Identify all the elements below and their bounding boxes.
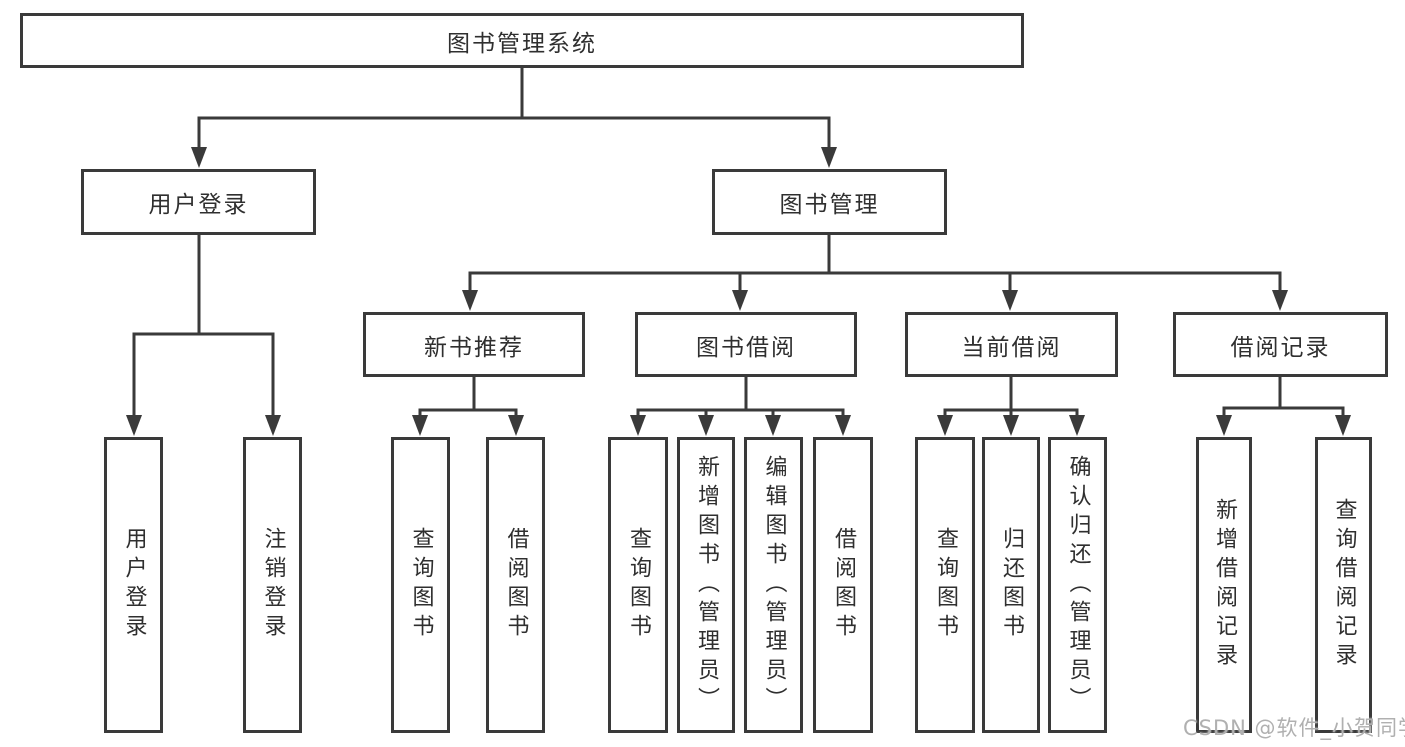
leaf-confirm-return-admin: 确认归还（管理员） <box>1048 437 1107 733</box>
arrowhead <box>1002 290 1018 311</box>
leaf-query-books-newrec: 查询图书 <box>391 437 450 733</box>
node-user-login: 用户登录 <box>81 169 316 235</box>
leaf-query-books-current: 查询图书 <box>915 437 975 733</box>
arrowhead <box>1216 415 1232 436</box>
node-borrowing-records: 借阅记录 <box>1173 312 1388 377</box>
connector-root-to-level1 <box>197 68 831 150</box>
connector-borrow-to-leaves <box>636 377 845 418</box>
leaf-return-book: 归还图书 <box>982 437 1040 733</box>
arrowhead <box>821 147 837 168</box>
node-current-borrowing: 当前借阅 <box>905 312 1118 377</box>
arrowhead <box>508 415 524 436</box>
arrowhead <box>1069 415 1085 436</box>
leaf-borrow-books: 借阅图书 <box>813 437 873 733</box>
arrowhead <box>732 290 748 311</box>
node-library-management-system: 图书管理系统 <box>20 13 1024 68</box>
arrowhead <box>937 415 953 436</box>
arrowhead <box>126 415 142 436</box>
connector-current-to-leaves <box>943 377 1079 418</box>
csdn-watermark: CSDN @软件_小贺同学 <box>1183 716 1405 740</box>
leaf-edit-book-admin: 编辑图书（管理员） <box>744 437 803 733</box>
connector-newbook-to-leaves <box>418 377 518 418</box>
leaf-query-borrow-record: 查询借阅记录 <box>1315 437 1372 733</box>
leaf-borrow-books-newrec: 借阅图书 <box>486 437 545 733</box>
arrowhead <box>630 415 646 436</box>
leaf-user-login: 用户登录 <box>104 437 163 733</box>
arrowhead <box>1003 415 1019 436</box>
arrowhead <box>412 415 428 436</box>
arrowhead <box>1335 415 1351 436</box>
arrowheads <box>126 147 1351 436</box>
connector-records-to-leaves <box>1222 377 1345 418</box>
leaf-logout: 注销登录 <box>243 437 302 733</box>
leaf-add-book-admin: 新增图书（管理员） <box>677 437 735 733</box>
node-new-book-recommend: 新书推荐 <box>363 312 585 377</box>
arrowhead <box>835 415 851 436</box>
arrowhead <box>765 415 781 436</box>
leaf-add-borrow-record: 新增借阅记录 <box>1196 437 1252 733</box>
node-book-borrowing: 图书借阅 <box>635 312 857 377</box>
arrowhead <box>698 415 714 436</box>
node-book-management: 图书管理 <box>712 169 947 235</box>
connector-bookmgmt-to-level2 <box>468 235 1282 293</box>
arrowhead <box>265 415 281 436</box>
arrowhead <box>191 147 207 168</box>
leaf-query-books-borrow: 查询图书 <box>608 437 668 733</box>
connector-userlogin-to-leaves <box>132 235 275 418</box>
arrowhead <box>1272 290 1288 311</box>
arrowhead <box>462 290 478 311</box>
